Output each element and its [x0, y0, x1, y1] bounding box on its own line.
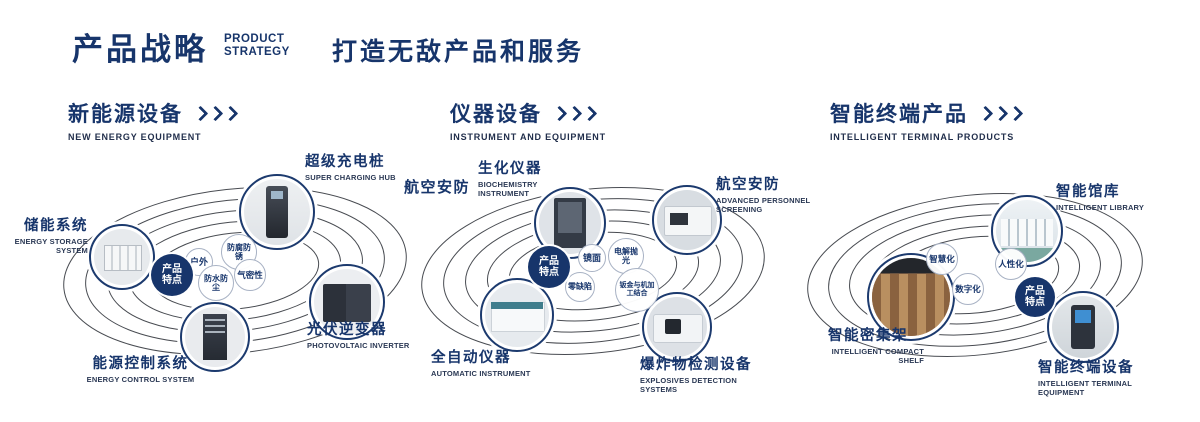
charging-hub-image — [244, 179, 310, 245]
product-photo-energy-control — [180, 302, 250, 372]
slogan: 打造无敌产品和服务 — [332, 38, 585, 66]
feature-bubble: 钣金与机加工结合 — [615, 268, 659, 312]
terminal-equipment-image — [1052, 296, 1114, 358]
feature-bubble: 镜面 — [578, 244, 606, 272]
section-subtitle: INTELLIGENT TERMINAL PRODUCTS — [830, 132, 1015, 142]
product-label-intelligent-library: 智能馆库 INTELLIGENT LIBRARY — [1056, 184, 1145, 212]
chevron-right-icon — [192, 105, 239, 121]
product-photo-personnel-screening — [652, 185, 722, 255]
page-title-en-line1: PRODUCT — [224, 33, 285, 45]
feature-bubble: 气密性 — [234, 259, 266, 291]
section-subtitle: NEW ENERGY EQUIPMENT — [68, 132, 202, 142]
explosives-detection-image — [647, 297, 707, 357]
feature-bubble: 智慧化 — [926, 243, 958, 275]
product-photo-photovoltaic-inverter — [309, 264, 385, 340]
page-title-en: PRODUCT STRATEGY — [224, 33, 290, 58]
screening-image — [657, 190, 717, 250]
product-label-photovoltaic-inverter: 光伏逆变器 PHOTOVOLTAIC INVERTER — [307, 322, 410, 350]
compact-shelf-image — [872, 258, 950, 336]
inverter-image — [314, 269, 380, 335]
section-subtitle: INSTRUMENT AND EQUIPMENT — [450, 132, 606, 142]
product-photo-explosives-detection — [642, 292, 712, 362]
energy-storage-image — [94, 229, 150, 285]
section-title-new-energy: 新能源设备 NEW ENERGY EQUIPMENT — [68, 98, 239, 142]
product-label-energy-storage: 储能系统 ENERGY STORAGE SYSTEM — [14, 218, 88, 256]
section-title-text: 仪器设备 — [450, 103, 542, 126]
product-features-badge: 产品特点 — [1015, 277, 1055, 317]
chevron-right-icon — [977, 105, 1024, 121]
feature-bubble: 数字化 — [952, 273, 984, 305]
product-photo-energy-storage — [89, 224, 155, 290]
product-label-energy-control: 能源控制系统 ENERGY CONTROL SYSTEM — [86, 356, 195, 384]
product-photo-compact-shelf — [867, 253, 955, 341]
label-aviation-security: 航空安防 — [404, 179, 471, 196]
product-photo-automatic-instrument — [480, 278, 554, 352]
product-label-explosives-detection: 爆炸物检测设备 EXPLOSIVES DETECTION SYSTEMS — [640, 357, 752, 395]
energy-control-image — [185, 307, 245, 367]
product-features-badge: 产品特点 — [151, 254, 193, 296]
biochemistry-image — [539, 192, 601, 254]
product-photo-terminal-equipment — [1047, 291, 1119, 363]
product-label-biochemistry-instrument: 生化仪器 BIOCHEMISTRY INSTRUMENT — [478, 161, 542, 199]
product-label-super-charging-hub: 超级充电桩 SUPER CHARGING HUB — [305, 154, 396, 182]
automatic-instrument-image — [485, 283, 549, 347]
section-title-instrument: 仪器设备 INSTRUMENT AND EQUIPMENT — [450, 98, 606, 142]
product-label-terminal-equipment: 智能终端设备 INTELLIGENT TERMINAL EQUIPMENT — [1038, 360, 1134, 398]
product-features-badge: 产品特点 — [528, 246, 570, 288]
product-label-personnel-screening: 航空安防 ADVANCED PERSONNEL SCREENING — [716, 177, 811, 215]
product-label-automatic-instrument: 全自动仪器 AUTOMATIC INSTRUMENT — [431, 350, 531, 378]
page-title: 产品战略 — [72, 32, 208, 67]
feature-bubble: 防水防尘 — [198, 265, 234, 301]
product-photo-super-charging-hub — [239, 174, 315, 250]
section-title-intelligent-terminal: 智能终端产品 INTELLIGENT TERMINAL PRODUCTS — [830, 98, 1024, 142]
section-title-text: 新能源设备 — [68, 103, 183, 126]
feature-bubble: 零缺陷 — [565, 272, 595, 302]
section-title-text: 智能终端产品 — [830, 103, 968, 126]
chevron-right-icon — [551, 105, 598, 121]
product-label-compact-shelf: 智能密集架 INTELLIGENT COMPACT SHELF — [828, 328, 924, 366]
page-title-en-line2: STRATEGY — [224, 45, 290, 58]
feature-bubble: 人性化 — [995, 248, 1027, 280]
